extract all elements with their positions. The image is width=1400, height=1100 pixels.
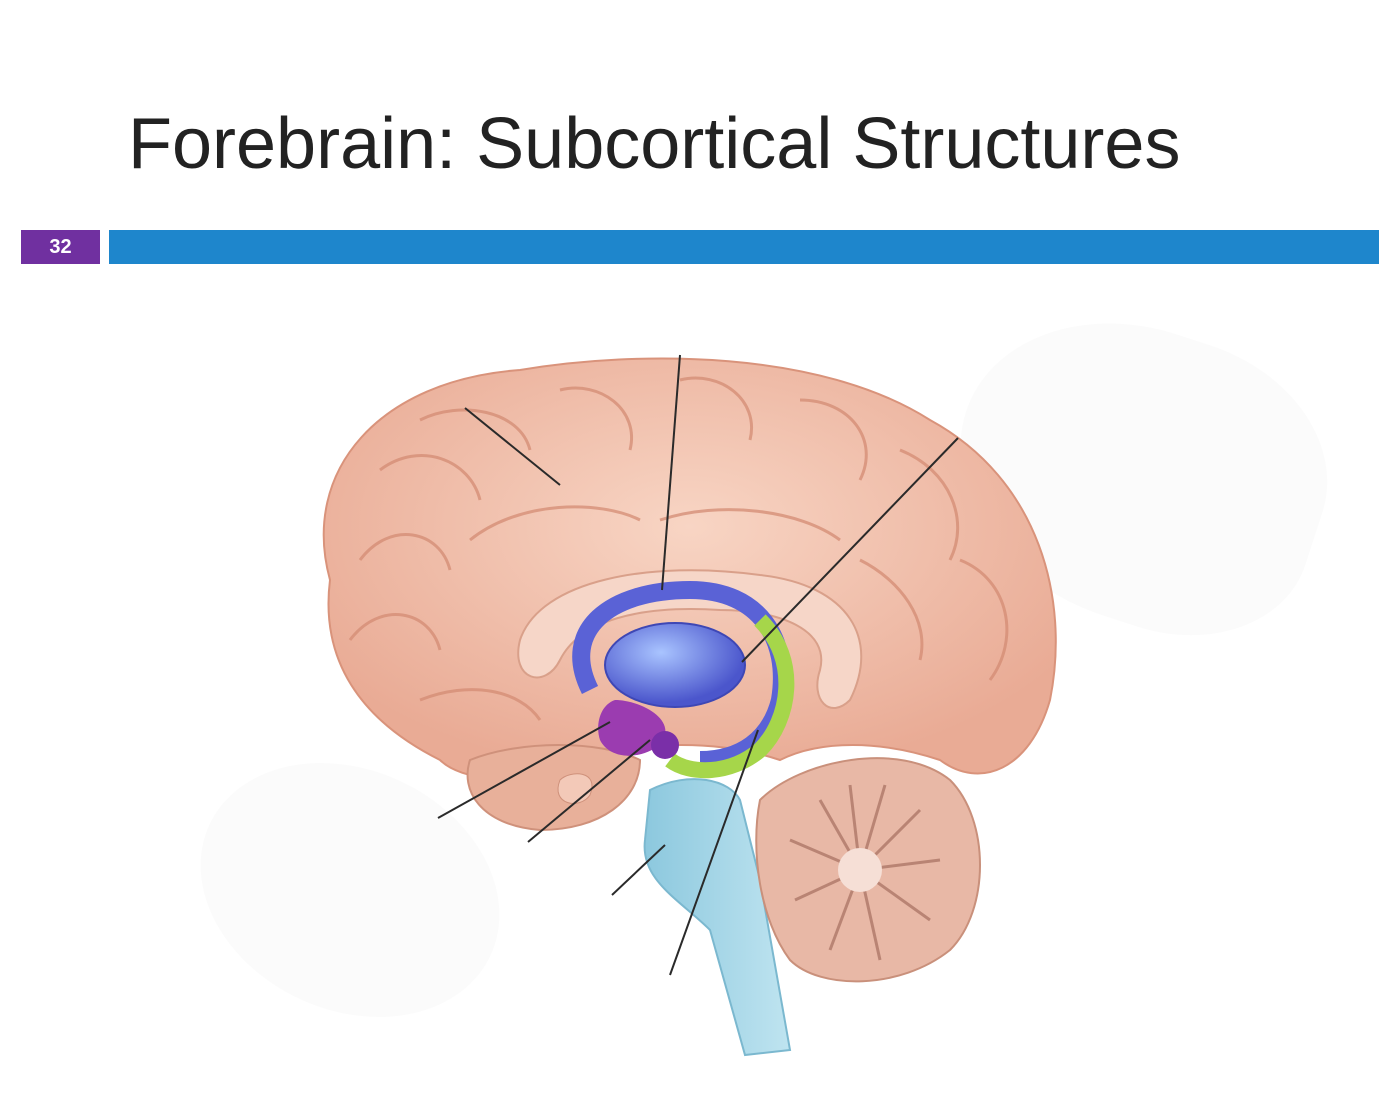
thalamus	[604, 622, 746, 708]
temporal-lobe	[466, 744, 642, 832]
pituitary	[557, 773, 593, 804]
hippocampus	[665, 614, 795, 779]
brainstem	[643, 778, 792, 1057]
amygdala	[651, 731, 679, 759]
cerebrum-shape	[322, 357, 1057, 780]
title-bar	[109, 230, 1379, 264]
fornix	[572, 580, 791, 769]
page-title: Forebrain: Subcortical Structures	[128, 104, 1181, 184]
brain-illustration	[322, 354, 1057, 1057]
slide-number-badge: 32	[21, 230, 100, 264]
brain-diagram	[0, 279, 1400, 1100]
gyri-lines	[348, 376, 1009, 721]
leader-lines	[437, 354, 959, 976]
